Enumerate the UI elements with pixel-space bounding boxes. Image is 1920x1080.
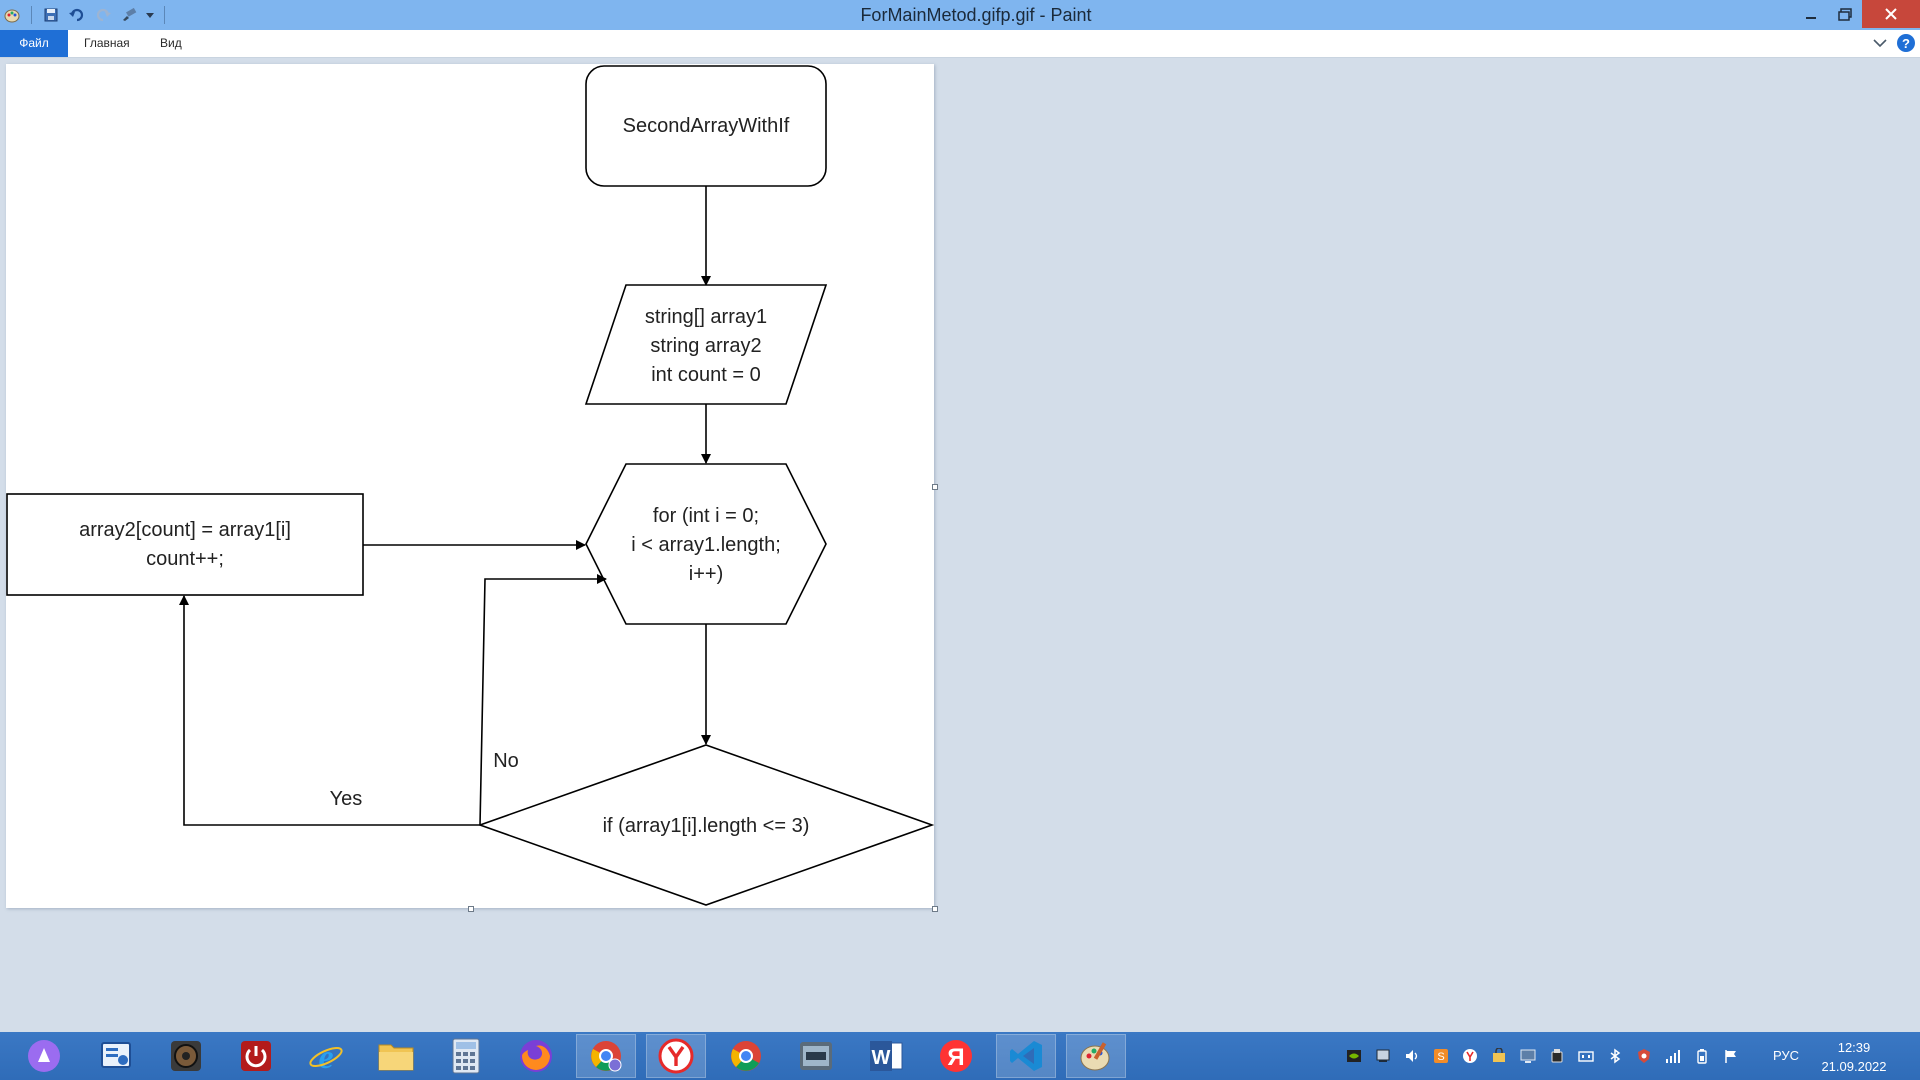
loop-line-3: i++): [689, 563, 723, 585]
input-line-1: string[] array1: [645, 306, 767, 328]
power-battery-icon[interactable]: [1693, 1047, 1711, 1065]
bluetooth-icon[interactable]: [1606, 1047, 1624, 1065]
input-line-2: string array2: [650, 335, 761, 357]
ribbon-right-controls: ?: [1870, 33, 1916, 53]
vscode-icon[interactable]: [996, 1034, 1056, 1078]
canvas-resize-handle-bottom[interactable]: [468, 906, 474, 912]
svg-text:?: ?: [1902, 36, 1910, 51]
input-node[interactable]: [584, 284, 828, 405]
flowchart-diagram: SecondArrayWithIf string[] array1 string…: [6, 65, 935, 906]
internet-explorer-icon[interactable]: e: [296, 1034, 356, 1078]
input-line-3: int count = 0: [651, 364, 761, 386]
condition-label: if (array1[i].length <= 3): [603, 815, 810, 837]
tab-view[interactable]: Вид: [160, 36, 182, 50]
yandex-browser-icon[interactable]: [646, 1034, 706, 1078]
action-center-flag-icon[interactable]: [1722, 1047, 1740, 1065]
display-icon[interactable]: [1519, 1047, 1537, 1065]
power-app-icon[interactable]: [226, 1034, 286, 1078]
input-language-indicator[interactable]: РУС: [1773, 1048, 1800, 1063]
loop-line-2: i < array1.length;: [631, 534, 781, 556]
control-panel-icon[interactable]: [86, 1034, 146, 1078]
close-button[interactable]: [1862, 0, 1920, 28]
keyboard-layout-icon[interactable]: [1577, 1047, 1595, 1065]
toolbar-separator: [31, 6, 32, 24]
redo-icon[interactable]: [94, 6, 112, 24]
speaker-app-icon[interactable]: [156, 1034, 216, 1078]
chrome-profile-icon[interactable]: [576, 1034, 636, 1078]
yandex-tray-icon[interactable]: [1461, 1047, 1479, 1065]
volume-icon[interactable]: [1403, 1047, 1421, 1065]
yes-label: Yes: [330, 788, 363, 810]
svg-text:W: W: [872, 1047, 891, 1069]
restore-button[interactable]: [1828, 0, 1862, 30]
tab-file[interactable]: Файл: [0, 30, 68, 57]
canvas-resize-handle-right[interactable]: [932, 484, 938, 490]
usb-device-icon[interactable]: [1548, 1047, 1566, 1065]
customize-qat-dropdown-icon[interactable]: [146, 6, 154, 24]
arrow-no-to-loop: [479, 574, 607, 826]
help-icon[interactable]: ?: [1896, 33, 1916, 53]
alice-icon[interactable]: [14, 1034, 74, 1078]
save-icon[interactable]: [42, 6, 60, 24]
clock-date: 21.09.2022: [1821, 1059, 1887, 1074]
nvidia-icon[interactable]: [1345, 1047, 1363, 1065]
action-line-2: count++;: [146, 548, 224, 570]
calculator-icon[interactable]: [436, 1034, 496, 1078]
yandex-icon[interactable]: Я: [926, 1034, 986, 1078]
doc-viewer-icon[interactable]: [786, 1034, 846, 1078]
brush-icon[interactable]: [120, 6, 138, 24]
paint-taskbar-icon[interactable]: [1066, 1034, 1126, 1078]
network-adapter-icon[interactable]: [1374, 1047, 1392, 1065]
word-icon[interactable]: W: [856, 1034, 916, 1078]
paint-app-icon[interactable]: [3, 6, 21, 24]
security-center-icon[interactable]: [1490, 1047, 1508, 1065]
drawing-canvas[interactable]: SecondArrayWithIf string[] array1 string…: [6, 64, 935, 908]
minimize-button[interactable]: [1794, 0, 1828, 30]
arrow-yes-to-action: [179, 595, 480, 826]
start-node-label: SecondArrayWithIf: [623, 115, 790, 137]
file-explorer-icon[interactable]: [366, 1034, 426, 1078]
quick-access-toolbar: [0, 0, 167, 30]
toolbar-separator: [164, 6, 165, 24]
svg-text:e: e: [318, 1039, 333, 1074]
system-clock[interactable]: 12:39 21.09.2022: [1806, 1038, 1902, 1076]
clock-time: 12:39: [1837, 1040, 1871, 1055]
loop-node[interactable]: [585, 463, 827, 625]
signal-strength-icon[interactable]: [1664, 1047, 1682, 1065]
tab-home[interactable]: Главная: [84, 36, 130, 50]
chrome-icon[interactable]: [716, 1034, 776, 1078]
no-label: No: [493, 750, 519, 772]
svg-text:Я: Я: [947, 1044, 964, 1071]
system-tray: S: [1345, 1032, 1740, 1080]
sticky-app-icon[interactable]: S: [1432, 1047, 1450, 1065]
undo-icon[interactable]: [68, 6, 86, 24]
antivirus-icon[interactable]: [1635, 1047, 1653, 1065]
action-node[interactable]: [6, 493, 364, 596]
canvas-resize-handle-corner[interactable]: [932, 906, 938, 912]
firefox-icon[interactable]: [506, 1034, 566, 1078]
taskbar: e W Я S: [0, 1032, 1920, 1080]
loop-line-1: for (int i = 0;: [653, 505, 759, 527]
window-title: ForMainMetod.gifp.gif - Paint: [860, 5, 1092, 25]
condition-node[interactable]: [477, 744, 935, 906]
window-controls: [1794, 0, 1920, 30]
action-line-1: array2[count] = array1[i]: [79, 519, 291, 541]
minimize-ribbon-chevron-icon[interactable]: [1870, 33, 1890, 53]
ribbon-tabs: Файл Главная Вид ?: [0, 30, 1920, 58]
svg-text:S: S: [1437, 1051, 1444, 1063]
title-bar: ForMainMetod.gifp.gif - Paint: [0, 0, 1920, 30]
